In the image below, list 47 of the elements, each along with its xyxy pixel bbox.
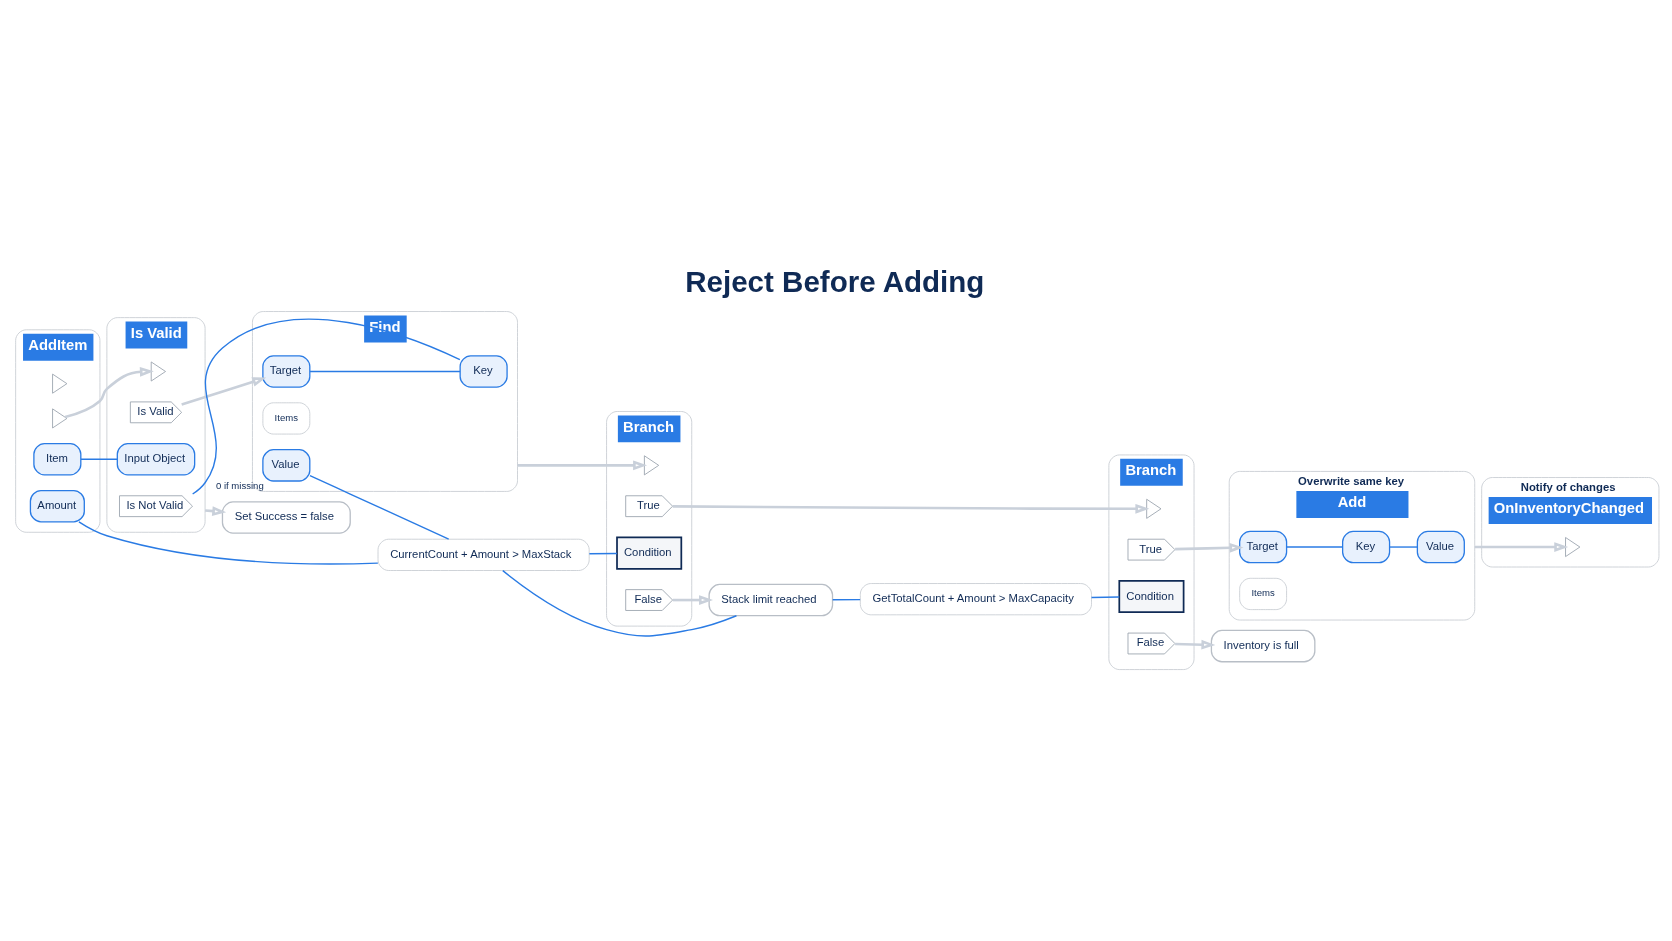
node-label: Overwrite same key [1298, 474, 1405, 487]
node-label: Notify of changes [1520, 480, 1616, 493]
connector [78, 520, 379, 565]
arrow [672, 503, 1150, 514]
connector [80, 458, 118, 460]
node-box: Stack limit reached [708, 583, 834, 616]
diagram-title: Reject Before Adding [685, 264, 985, 298]
connector [191, 318, 461, 495]
node-box: Input Object [116, 442, 196, 476]
node-box: CurrentCount + Amount > MaxStack [377, 538, 590, 571]
node-triangle [643, 454, 660, 475]
arrow [181, 376, 267, 406]
arrow [1474, 541, 1569, 552]
node-triangle [1146, 498, 1162, 519]
arrow [64, 366, 154, 418]
node-triangle [52, 407, 68, 428]
node-box: Items [262, 401, 311, 434]
connector [309, 474, 450, 540]
arrow [1175, 542, 1244, 553]
node-box: Amount [29, 489, 85, 522]
node-box: Item [33, 442, 82, 476]
node-box: Items [1239, 577, 1288, 610]
connector [588, 552, 618, 554]
node-triangle [150, 361, 166, 381]
connector [1388, 545, 1418, 548]
node-box: Target [1239, 530, 1288, 563]
node-box: Set Success = false [221, 500, 351, 534]
node-box: Value [262, 448, 311, 482]
arrow [1175, 639, 1216, 650]
connector [832, 598, 861, 600]
connector [502, 569, 738, 637]
arrow [672, 594, 713, 605]
node-box: Key [459, 354, 508, 388]
arrow [517, 459, 648, 470]
node-box: Inventory is full [1210, 629, 1316, 662]
node-label: 0 if missing [215, 479, 264, 491]
node-triangle [52, 373, 68, 394]
node-box: Target [262, 354, 311, 388]
connector [1286, 545, 1344, 548]
node-box: Key [1342, 530, 1391, 563]
connector [1090, 595, 1120, 598]
node-box: Condition [1118, 579, 1185, 613]
connector [309, 370, 461, 372]
node-triangle [1565, 536, 1581, 557]
node-box: Condition [616, 536, 683, 570]
node-box: Value [1416, 530, 1465, 563]
node-box: GetTotalCount + Amount > MaxCapacity [859, 582, 1092, 615]
